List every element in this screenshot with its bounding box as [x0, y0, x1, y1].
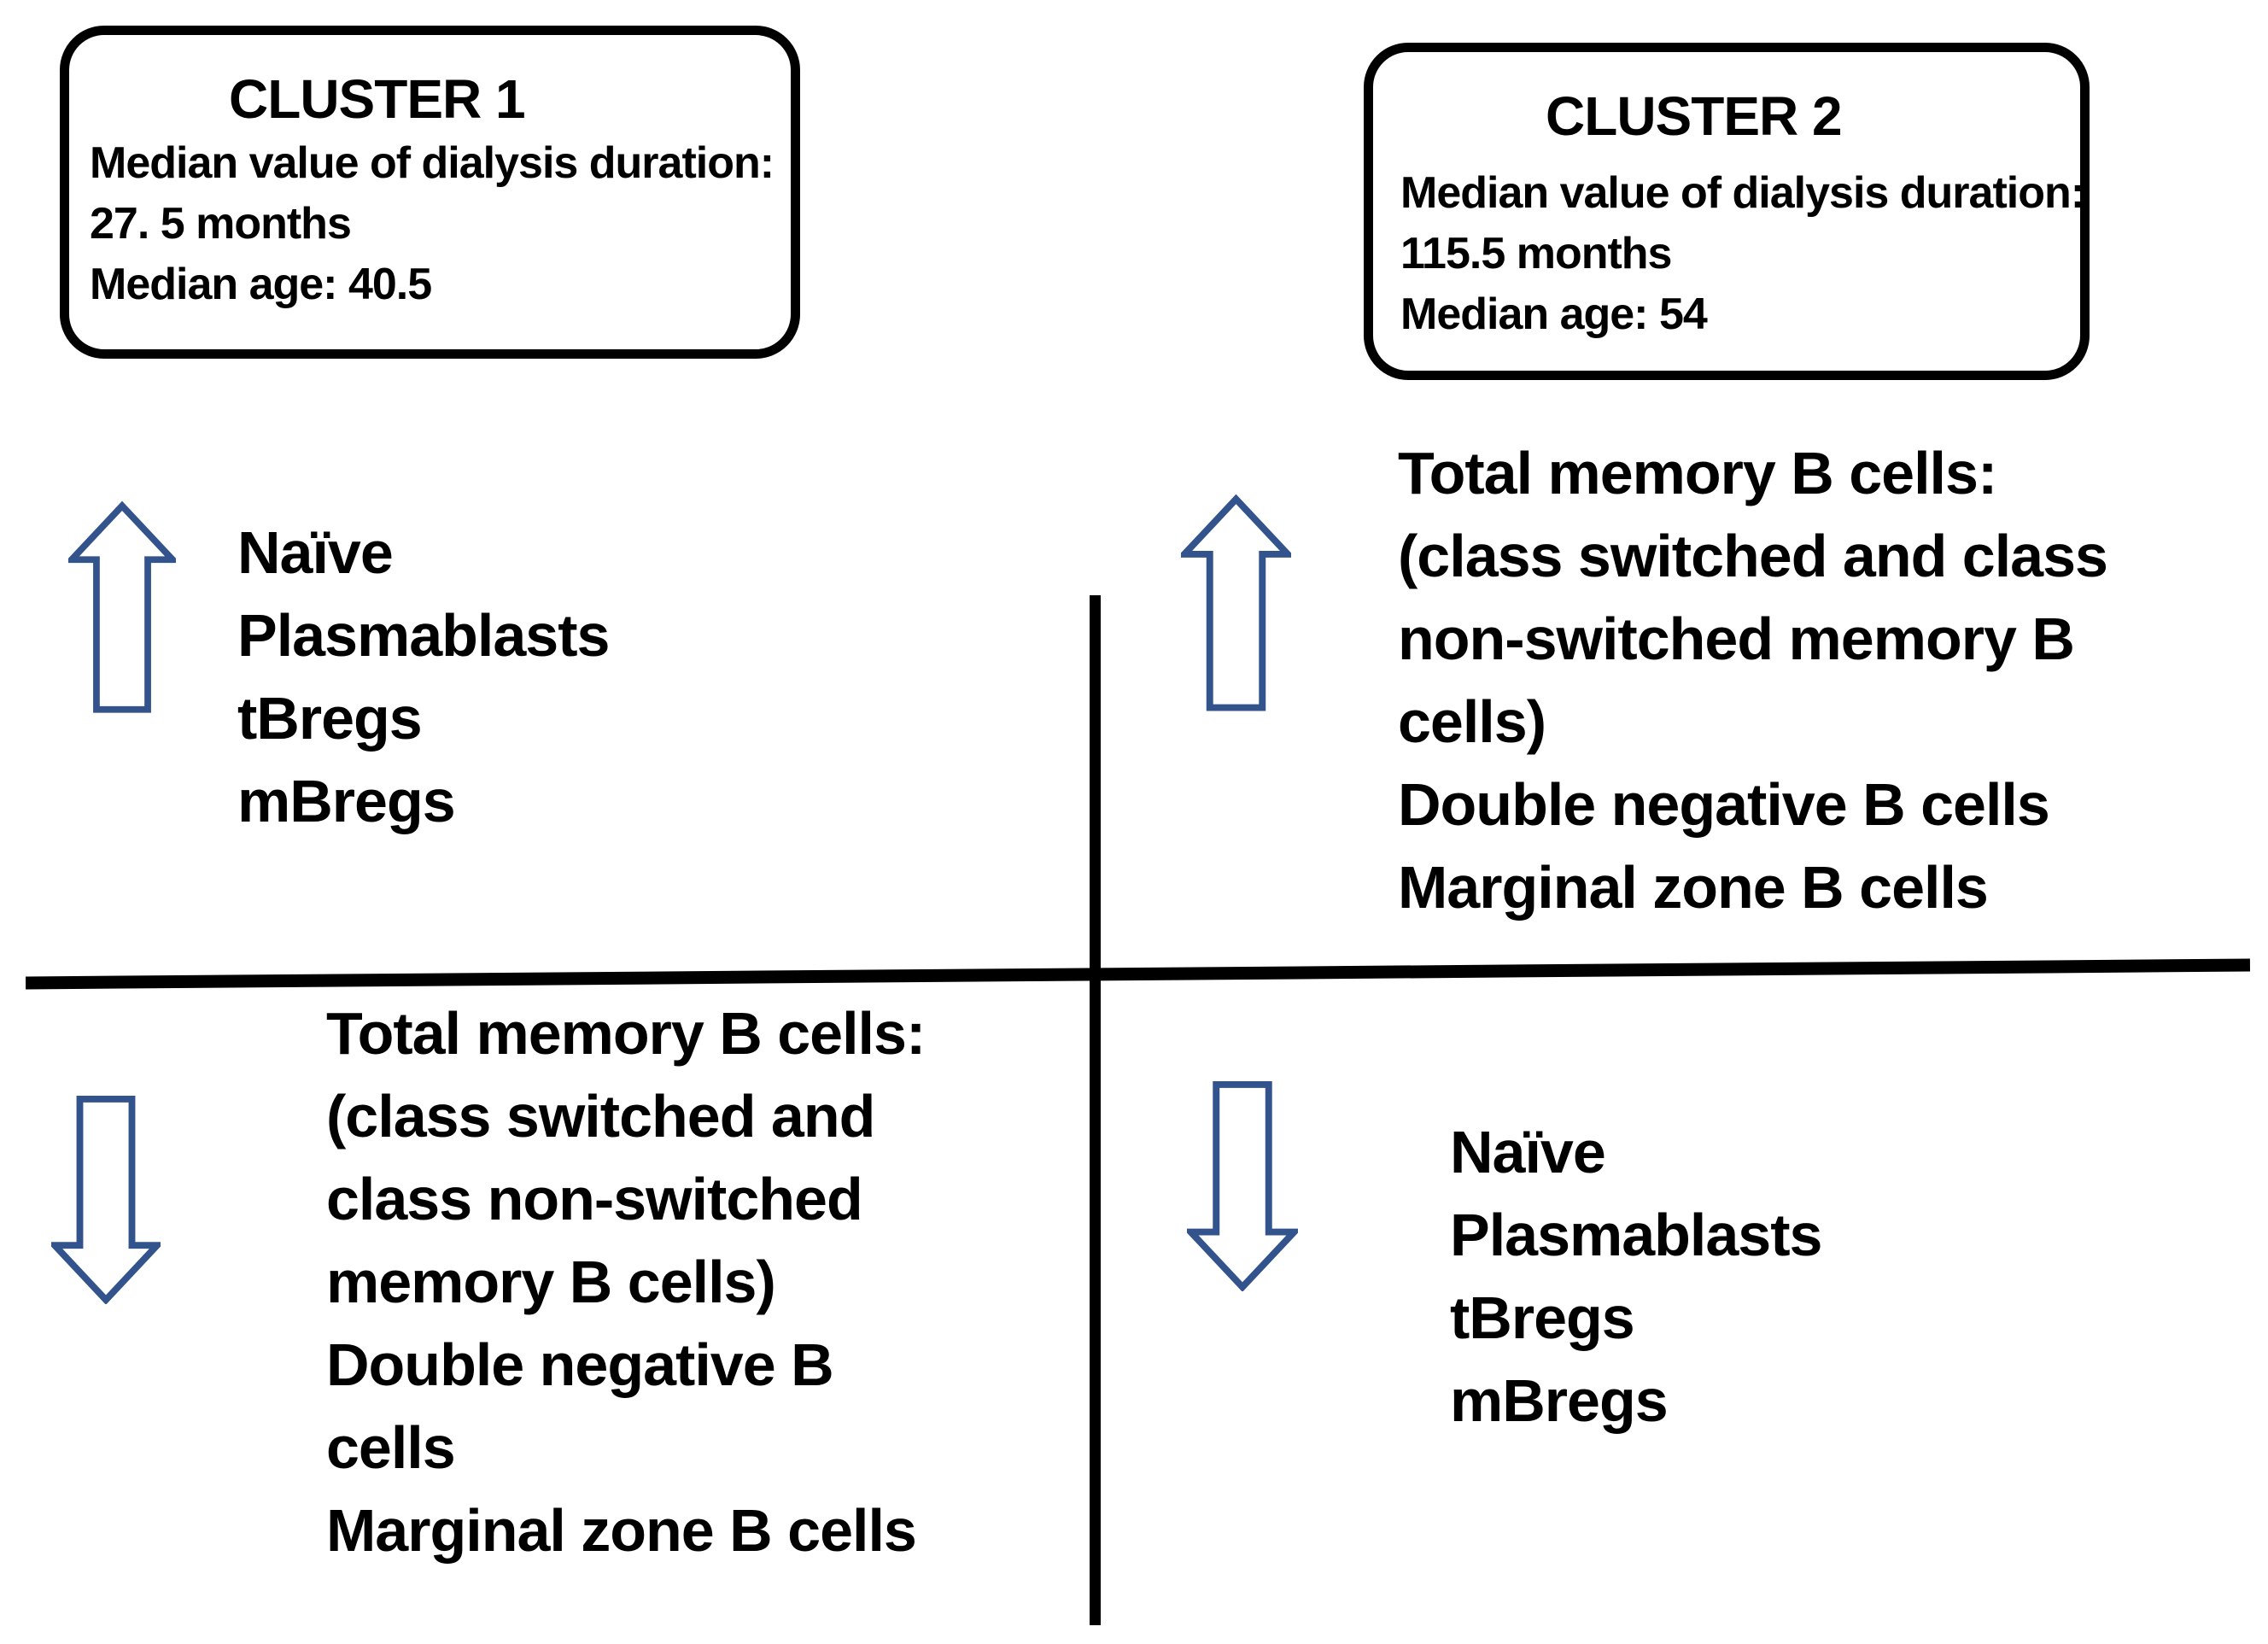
list-item: Plasmablasts — [237, 602, 610, 669]
cluster1-median-age: Median age: 40.5 — [90, 260, 432, 309]
down-arrow-icon — [51, 1096, 161, 1304]
list-item: tBregs — [1450, 1284, 1635, 1351]
cluster1-dialysis-label: Median value of dialysis duration: — [90, 138, 775, 188]
cluster2-decreased-cells-list: Naïve Plasmablasts tBregs mBregs — [1450, 1111, 1822, 1442]
list-item: cells — [326, 1414, 456, 1481]
list-item: mBregs — [237, 768, 456, 834]
cluster2-dialysis-value: 115.5 months — [1400, 229, 1672, 278]
list-item: Total memory B cells: — [326, 1000, 926, 1067]
cluster2-median-age: Median age: 54 — [1400, 290, 1708, 339]
vertical-divider-line — [1090, 595, 1101, 1625]
up-arrow-icon — [68, 500, 176, 713]
up-arrow-icon — [1181, 494, 1291, 711]
list-item: (class switched and — [326, 1083, 875, 1150]
list-item: Total memory B cells: — [1398, 440, 1997, 506]
list-item: Double negative B — [326, 1331, 834, 1398]
cluster2-box: CLUSTER 2 Median value of dialysis durat… — [1364, 43, 2090, 380]
list-item: Naïve — [1450, 1119, 1606, 1185]
cluster1-stats: Median value of dialysis duration: 27. 5… — [90, 133, 775, 315]
cluster2-title: CLUSTER 2 — [1546, 85, 1843, 147]
cluster1-box: CLUSTER 1 Median value of dialysis durat… — [60, 26, 800, 359]
cluster1-decreased-cells-list: Total memory B cells: (class switched an… — [326, 992, 926, 1572]
cluster2-stats: Median value of dialysis duration: 115.5… — [1400, 163, 2085, 345]
list-item: Naïve — [237, 519, 394, 586]
list-item: Marginal zone B cells — [1398, 854, 1989, 921]
cluster1-increased-cells-list: Naïve Plasmablasts tBregs mBregs — [237, 512, 610, 843]
list-item: memory B cells) — [326, 1249, 776, 1315]
list-item: mBregs — [1450, 1367, 1669, 1434]
cluster2-increased-cells-list: Total memory B cells: (class switched an… — [1398, 432, 2108, 929]
cluster1-title: CLUSTER 1 — [229, 68, 526, 130]
list-item: class non-switched — [326, 1166, 863, 1232]
cluster1-dialysis-value: 27. 5 months — [90, 199, 352, 249]
down-arrow-icon — [1187, 1081, 1298, 1291]
list-item: Plasmablasts — [1450, 1202, 1822, 1268]
list-item: cells) — [1398, 688, 1546, 755]
list-item: Marginal zone B cells — [326, 1497, 917, 1564]
horizontal-divider-line — [25, 958, 2251, 990]
list-item: non-switched memory B — [1398, 606, 2075, 672]
list-item: (class switched and class — [1398, 523, 2108, 589]
cluster2-dialysis-label: Median value of dialysis duration: — [1400, 168, 2085, 218]
list-item: Double negative B cells — [1398, 771, 2050, 838]
list-item: tBregs — [237, 685, 423, 752]
